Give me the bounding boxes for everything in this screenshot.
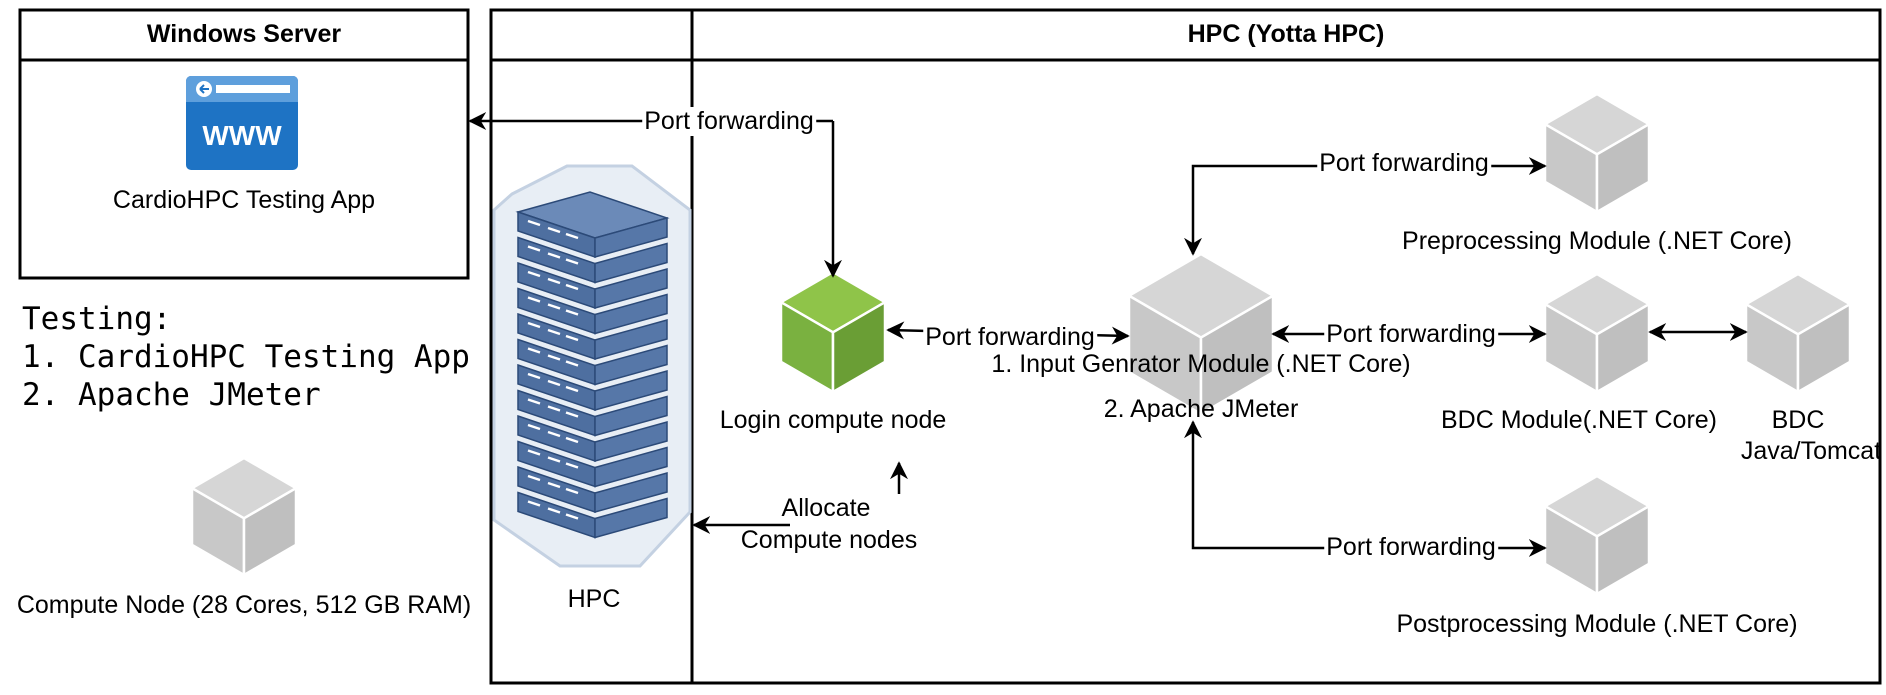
bdc-module-label: BDC Module(.NET Core) [1440,406,1718,434]
server-unit [517,287,668,335]
edge-label-port-windows: Port forwarding [642,107,816,136]
bdc-java-cube [1744,272,1852,394]
bdc-java-label-line1: BDC [1771,406,1825,434]
postprocessing-cube [1543,474,1651,596]
jmeter-cube [1127,252,1275,416]
input-generator-label: 1. Input Genrator Module (.NET Core) [991,350,1411,378]
bdc-module-cube [1543,272,1651,394]
login-node-cube [779,270,887,394]
server-unit [517,389,668,437]
preprocessing-label: Preprocessing Module (.NET Core) [1402,227,1792,255]
preprocessing-cube [1543,92,1651,214]
compute-node-label: Compute Node (28 Cores, 512 GB RAM) [16,591,472,619]
server-unit [517,236,668,284]
www-browser-icon: WWW [186,76,298,170]
hpc-server-label: HPC [567,585,621,613]
hpc-server-rack-icon [492,164,692,568]
jmeter-label: 2. Apache JMeter [1103,395,1299,423]
allocate-label-line2: Compute nodes [740,526,918,554]
postprocessing-label: Postprocessing Module (.NET Core) [1396,610,1798,638]
edge-label-port-login: Port forwarding [923,323,1097,352]
edge-label-port-bdc: Port forwarding [1324,320,1498,349]
edge-label-port-postprocessing: Port forwarding [1324,533,1498,562]
server-unit [517,261,668,310]
testing-item-1: 1. CardioHPC Testing App [22,339,470,375]
login-node-label: Login compute node [719,406,947,434]
bdc-java-label-line2: Java/Tomcat [1740,437,1882,465]
server-unit [517,491,668,539]
edge-label-port-preprocessing: Port forwarding [1317,149,1491,178]
server-unit [515,191,670,259]
server-unit [517,465,668,514]
server-unit [517,312,668,361]
server-unit [517,363,668,412]
windows-server-title: Windows Server [146,20,342,48]
server-unit [517,414,668,463]
testing-item-2: 2. Apache JMeter [22,377,321,413]
hpc-title: HPC (Yotta HPC) [1187,20,1385,48]
cardiohpc-app-label: CardioHPC Testing App [112,186,376,214]
server-unit [517,338,668,386]
server-unit [517,440,668,488]
allocate-label-line1: Allocate [781,494,871,522]
testing-heading: Testing: [22,301,172,337]
www-icon-text: WWW [202,120,282,151]
compute-node-cube [190,456,298,577]
